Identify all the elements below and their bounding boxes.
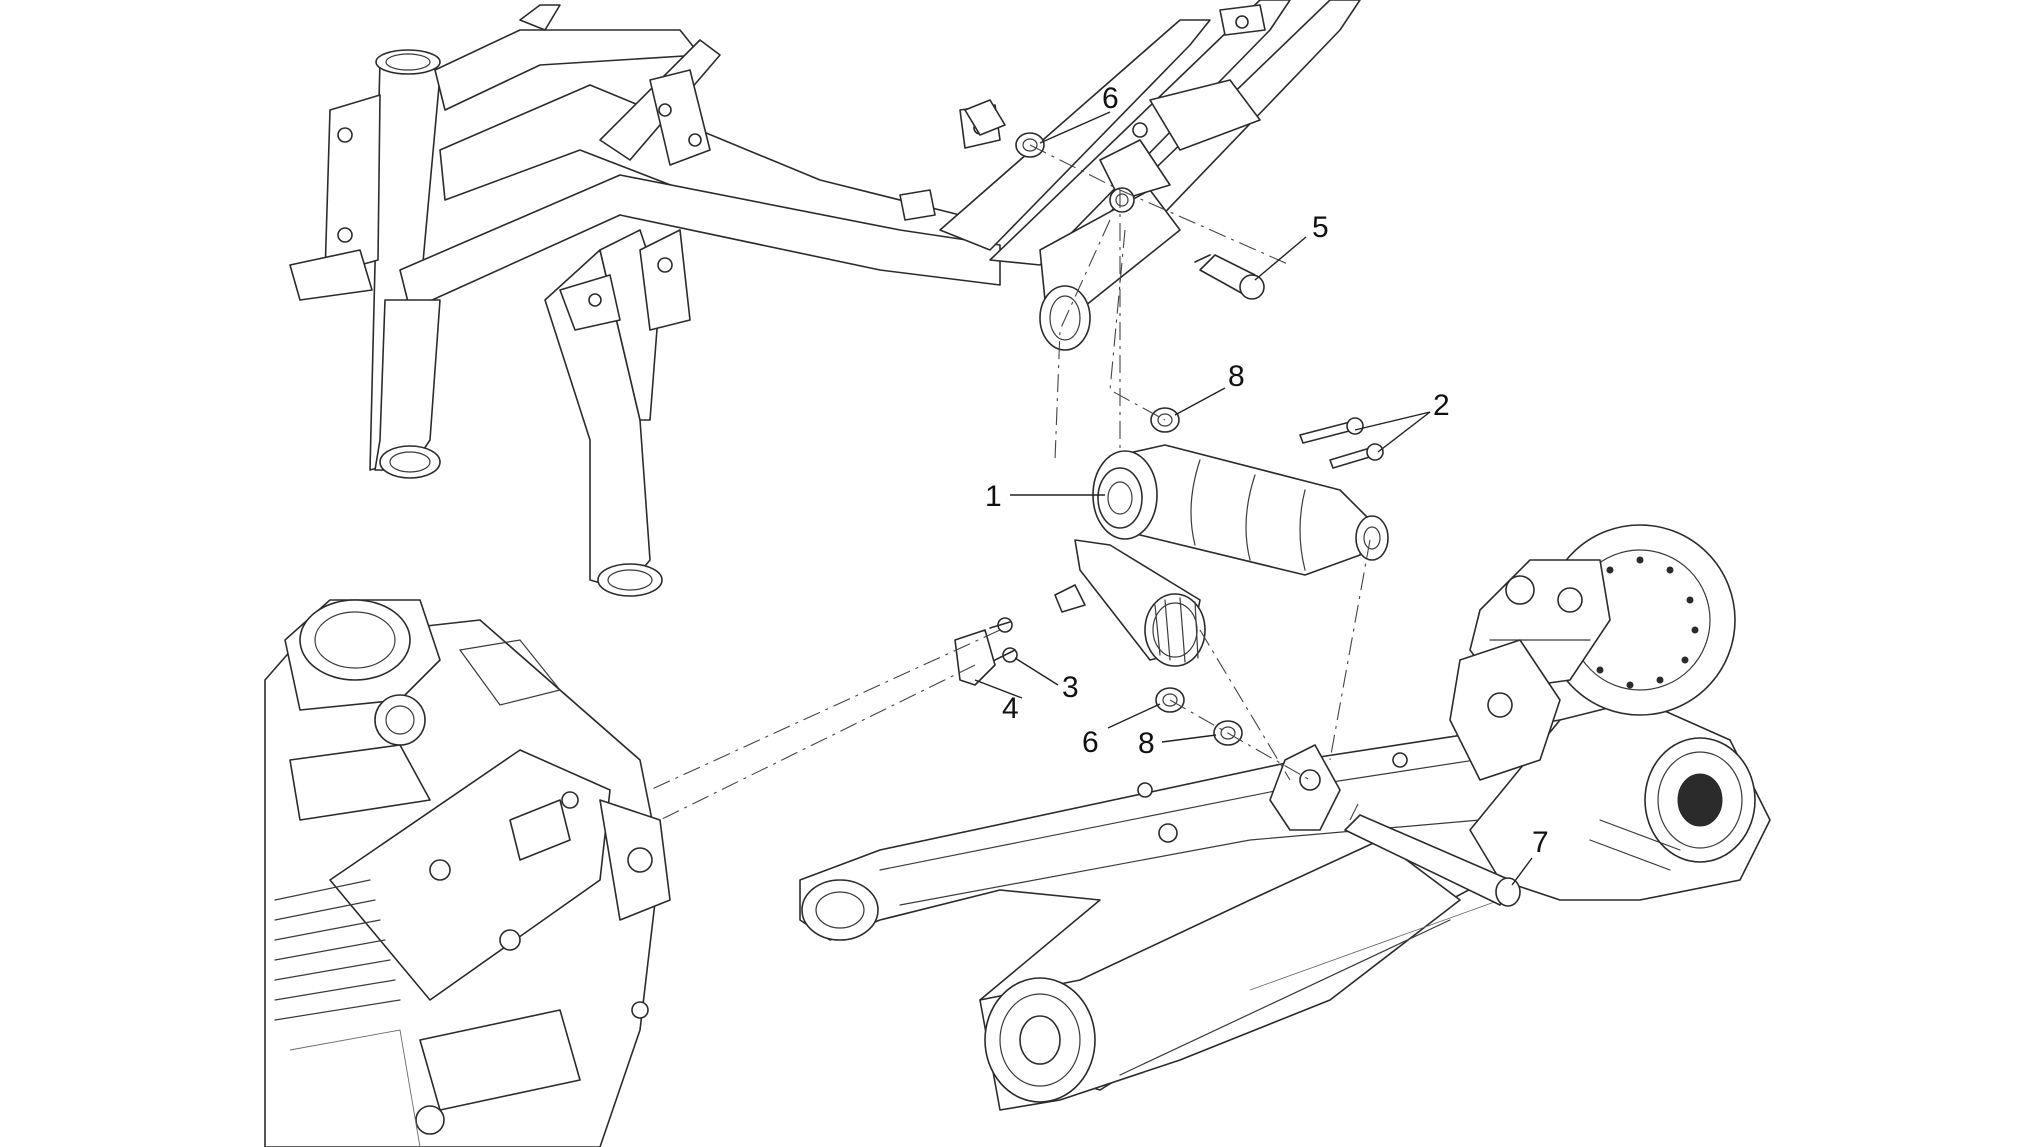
reservoir-clamp <box>954 617 1018 686</box>
bolt-upper-mount <box>1194 254 1265 300</box>
callout-6-upper: 6 <box>1102 82 1119 115</box>
callout-1: 1 <box>985 480 1002 513</box>
callout-5: 5 <box>1312 211 1329 244</box>
callout-7: 7 <box>1532 826 1549 859</box>
bolts-reservoir-clamp <box>1299 417 1384 469</box>
callout-leaders <box>974 111 1533 886</box>
callout-3: 3 <box>1062 671 1079 704</box>
rear-shock-absorber <box>1054 444 1389 667</box>
callout-8-lower: 8 <box>1138 727 1155 760</box>
callout-6-lower: 6 <box>1082 726 1099 759</box>
swingarm <box>799 699 1771 1111</box>
callout-4: 4 <box>1002 692 1019 725</box>
assembly-center-lines <box>649 144 1371 821</box>
rear-brake-assembly <box>1449 524 1736 781</box>
engine-block <box>264 599 671 1147</box>
motorcycle-frame <box>289 0 1361 597</box>
callout-8-upper: 8 <box>1228 360 1245 393</box>
callout-2: 2 <box>1433 389 1450 422</box>
